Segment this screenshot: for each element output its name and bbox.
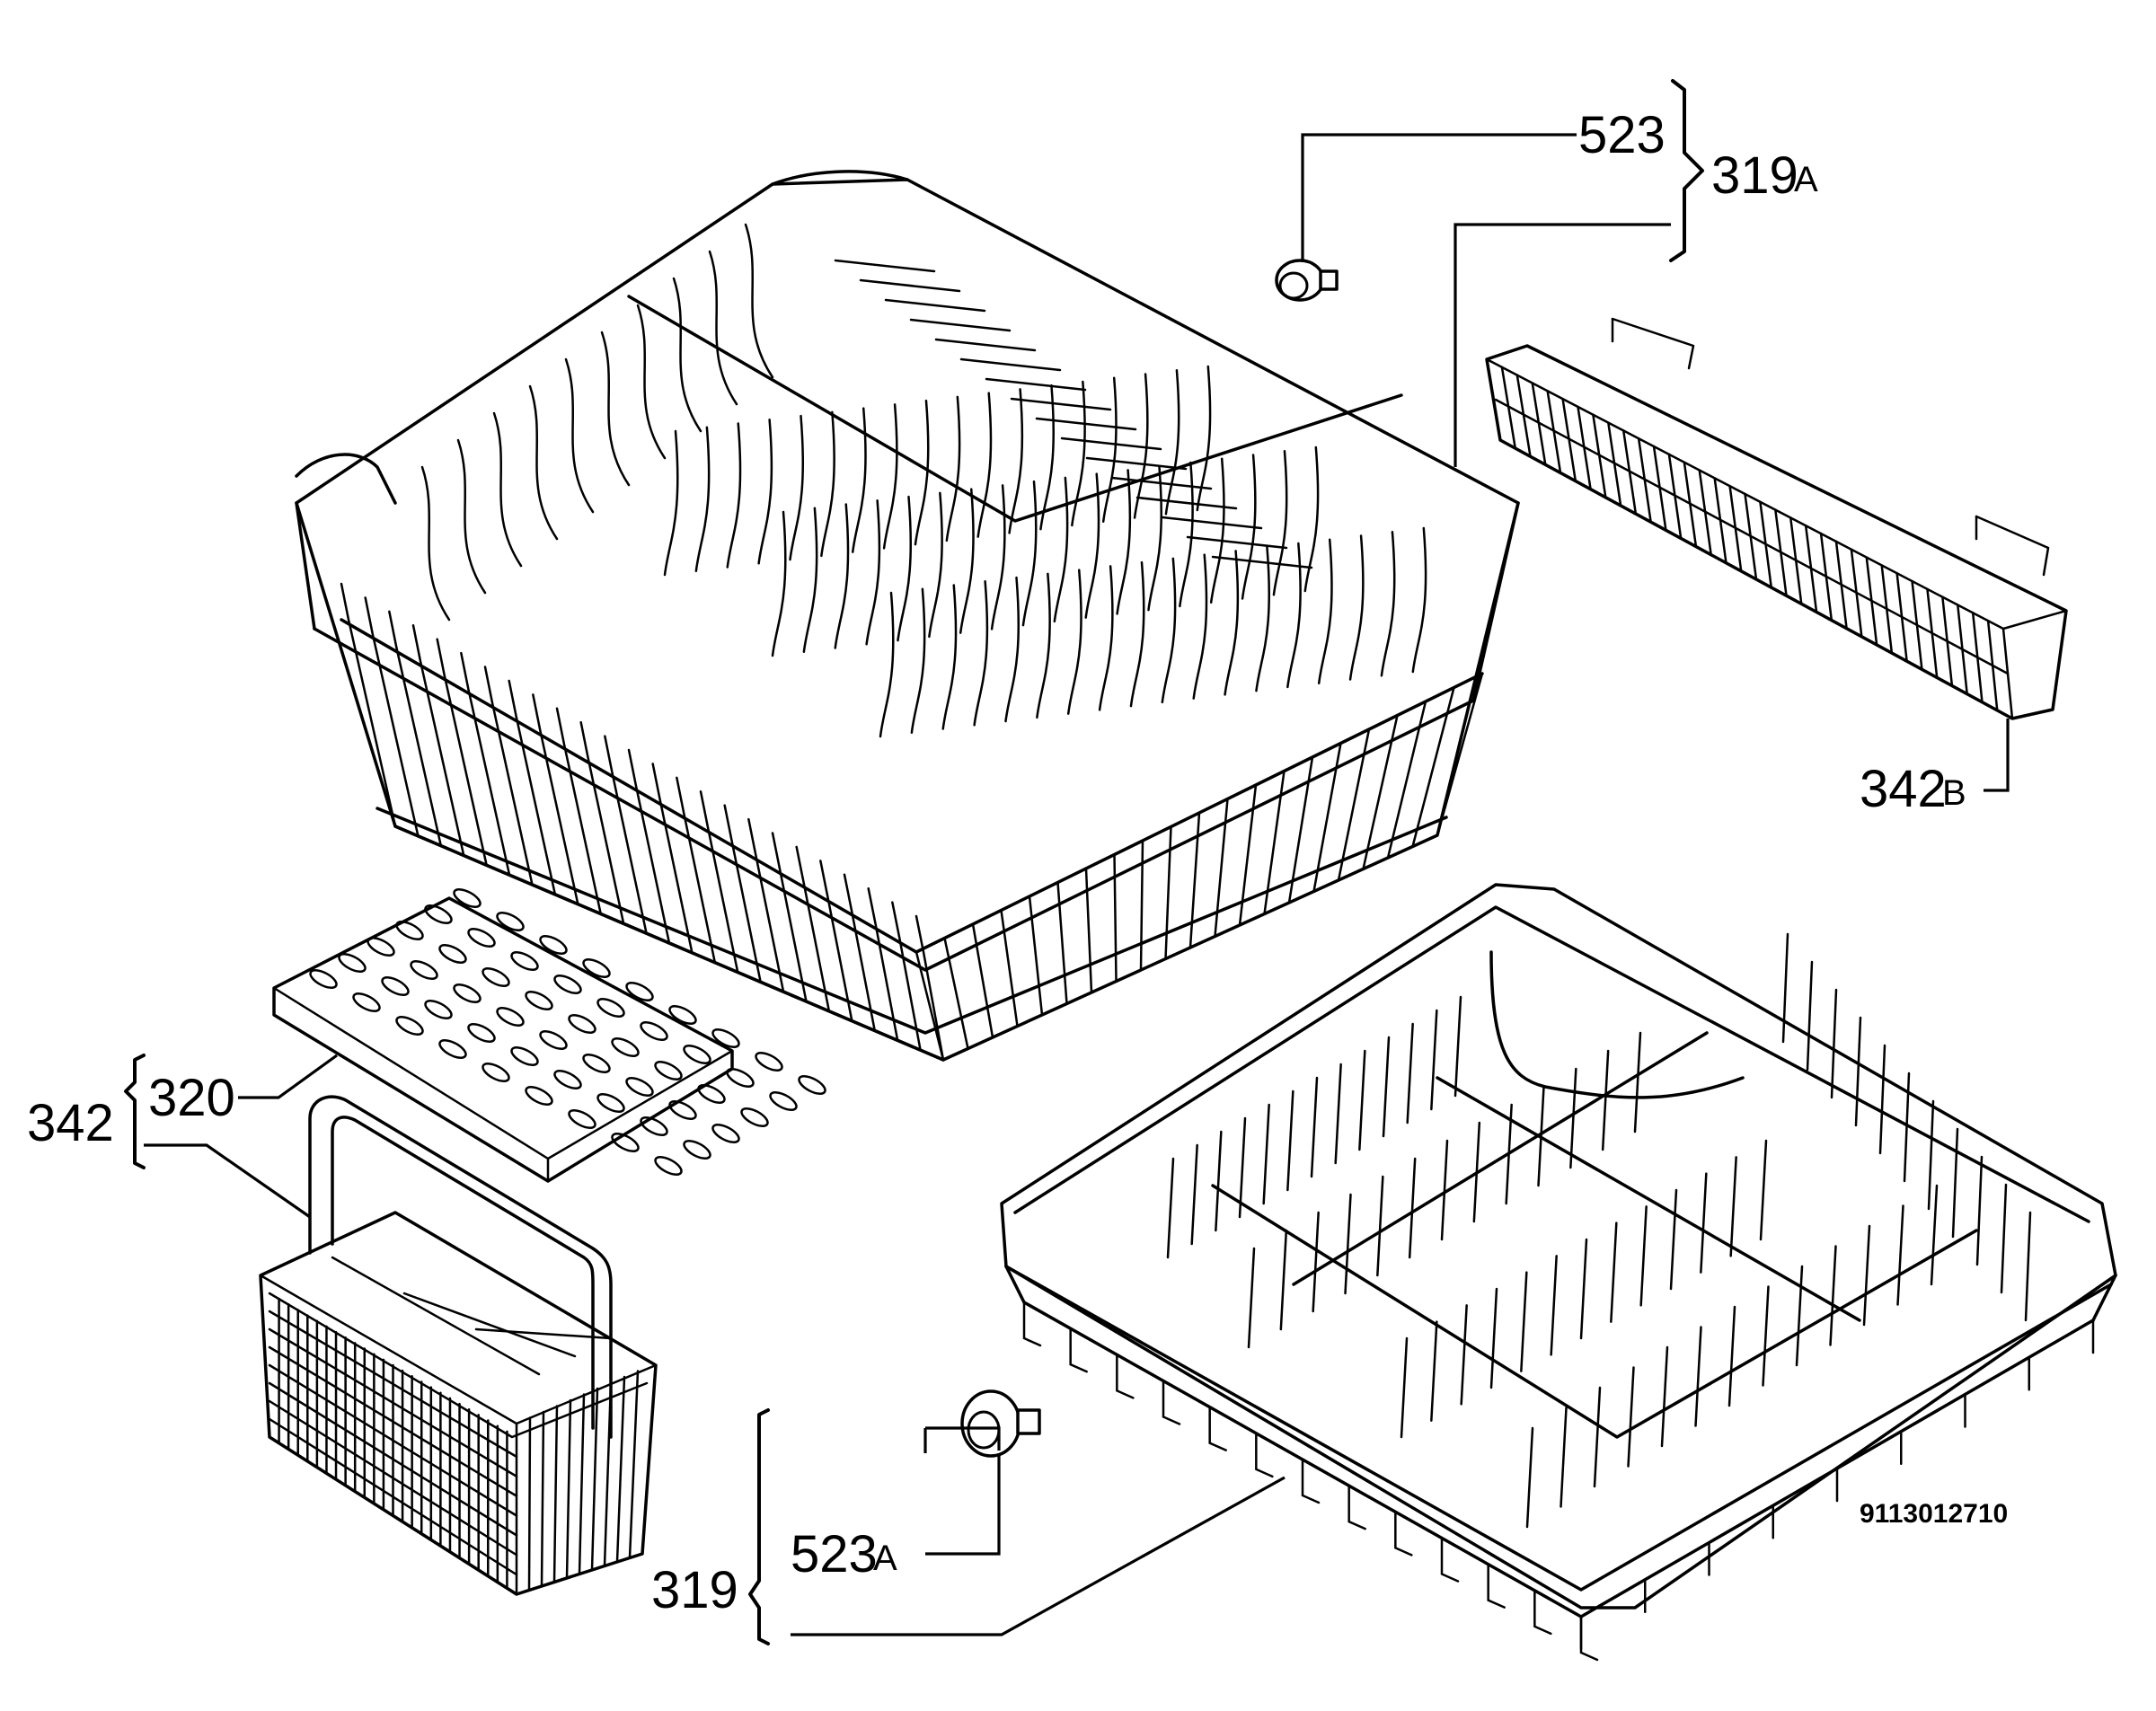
- callout-leaders: [124, 79, 2010, 1645]
- label-319: 319: [651, 1561, 738, 1619]
- lower-basket: [1000, 883, 2117, 1662]
- wheel-523: [1275, 259, 1339, 302]
- cutlery-basket: [259, 1095, 658, 1596]
- upper-basket-uprights: [340, 582, 945, 1062]
- drawing-reference-number: 9113012710: [1860, 1499, 2008, 1529]
- cutlery-grid-cover: [272, 888, 826, 1183]
- label-523A-suffix: A: [873, 1539, 897, 1578]
- label-342B-number: 342: [1860, 760, 1947, 818]
- label-319A-number: 319: [1711, 146, 1798, 205]
- callout-labels: 523 319 A 342 B 320 342 523 A 319 911301…: [27, 106, 2008, 1619]
- label-320: 320: [148, 1069, 235, 1127]
- cup-shelf: [1485, 317, 2068, 720]
- wheel-523A: [960, 1389, 1041, 1458]
- label-342B-suffix: B: [1942, 773, 1966, 813]
- lower-basket-tines: [1166, 932, 2032, 1529]
- label-342: 342: [27, 1094, 114, 1152]
- upper-basket: [295, 170, 1520, 1062]
- label-319A-suffix: A: [1794, 160, 1818, 199]
- label-523A-number: 523: [791, 1525, 878, 1583]
- label-523: 523: [1578, 106, 1666, 164]
